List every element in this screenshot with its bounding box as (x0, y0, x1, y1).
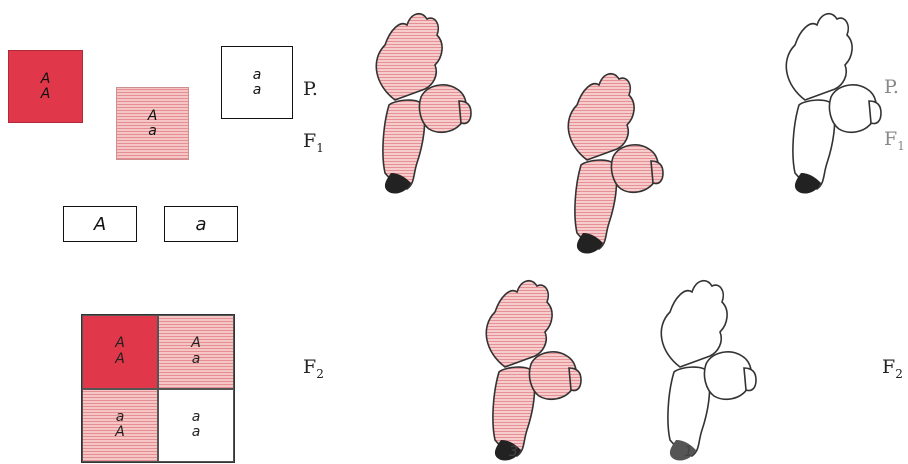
generation-label-f2-right: F2 (882, 356, 903, 381)
gamete-box: a (164, 206, 238, 242)
allele-text: A (115, 424, 125, 441)
flower-white-parent (765, 5, 890, 195)
count-label: 3 (509, 444, 518, 460)
allele-text: a (191, 424, 201, 441)
generation-label-p-right: P. (884, 76, 899, 98)
generation-f-text: F (303, 356, 317, 378)
allele-text: a (191, 350, 201, 367)
allele-text: A (40, 70, 51, 87)
gamete-text: A (93, 213, 107, 235)
punnett-cell: a A (82, 388, 158, 462)
generation-label-f1: F1 (303, 130, 324, 155)
allele-text: a (115, 408, 125, 425)
gamete-box: A (63, 206, 137, 242)
flower-f1 (547, 65, 672, 255)
allele-text: A (115, 350, 125, 367)
allele-text: a (148, 122, 157, 139)
allele-text: A (191, 335, 201, 352)
generation-subscript: 2 (895, 366, 903, 381)
generation-f-text: F (303, 130, 317, 152)
generation-label-p: P. (303, 78, 318, 100)
genotype-box-AA: A A (8, 50, 83, 123)
generation-label-f2: F2 (303, 356, 324, 381)
generation-subscript: 2 (316, 366, 324, 381)
punnett-cell: A a (158, 315, 234, 389)
allele-text: A (147, 107, 158, 124)
generation-subscript: 1 (897, 138, 905, 153)
flower-f2-white (640, 272, 765, 462)
generation-f-text: F (882, 356, 896, 378)
gamete-text: a (195, 213, 207, 235)
genotype-box-Aa: A a (116, 87, 189, 160)
flower-red-parent (355, 5, 480, 195)
generation-subscript: 1 (316, 140, 324, 155)
allele-text: A (115, 335, 125, 352)
flower-f2-pink (465, 272, 590, 462)
allele-text: A (40, 85, 51, 102)
generation-label-f1-right: F1 (884, 128, 905, 153)
allele-text: a (191, 408, 201, 425)
punnett-cell: A A (82, 315, 158, 389)
punnett-square: A A A a a A a a (81, 314, 235, 463)
genotype-box-aa: a a (221, 46, 293, 119)
count-label: 1 (684, 444, 693, 460)
allele-text: a (252, 66, 262, 83)
allele-text: a (252, 81, 262, 98)
generation-f-text: F (884, 128, 898, 150)
punnett-cell: a a (158, 388, 234, 462)
